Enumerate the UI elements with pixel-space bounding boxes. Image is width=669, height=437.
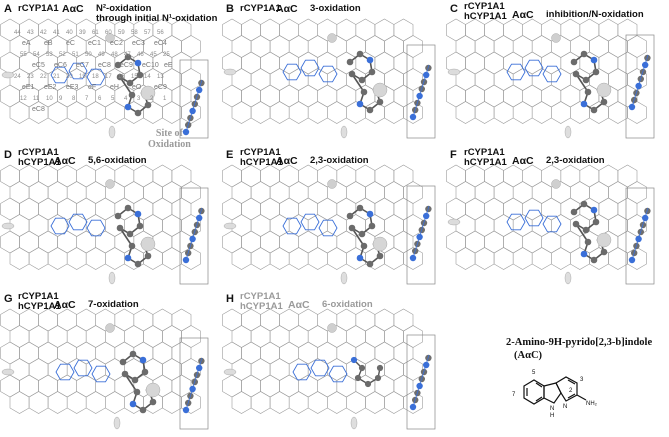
- panel-letter: C: [450, 3, 458, 15]
- reaction-label: 5,6-oxidation: [88, 155, 147, 166]
- aac-structure-diagram: 5 7 3 2 NH₂ N N H: [512, 370, 598, 419]
- atom-label-n1: N: [563, 404, 567, 410]
- panel-art: [222, 164, 436, 285]
- reaction-label: 3-oxidation: [310, 3, 361, 14]
- compound-name-line1: 2-Amino-9H-pyrido[2,3-b]indole: [506, 337, 653, 348]
- reaction-label: 2,3-oxidation: [546, 155, 605, 166]
- site-label-line2: Oxidation: [148, 139, 191, 150]
- site-label-line1: Site of: [155, 128, 183, 139]
- panel-art: [0, 164, 209, 285]
- compound-label: AαC: [54, 155, 76, 167]
- reaction-label: 7-oxidation: [88, 299, 139, 310]
- compound-label: AαC: [54, 299, 76, 311]
- panel-art: [0, 308, 209, 430]
- atom-label-3: 3: [580, 377, 584, 383]
- panel-letter: E: [226, 149, 234, 161]
- panel-art: [0, 18, 209, 139]
- atom-label-n9: N: [550, 406, 554, 412]
- compound-label: AαC: [276, 3, 298, 15]
- panel-art: [222, 18, 436, 139]
- reaction-label: 2,3-oxidation: [310, 155, 369, 166]
- compound-name-line2: (AαC): [514, 350, 543, 361]
- enzyme-label: rCYP1A1: [18, 3, 59, 14]
- compound-label: AαC: [276, 155, 298, 167]
- structure-panel: 2-Amino-9H-pyrido[2,3-b]indole (AαC) 5 7…: [446, 290, 669, 437]
- panel-art: [222, 308, 436, 430]
- atom-label-h: H: [550, 413, 554, 419]
- reaction-label: inhibition/N-oxidation: [546, 9, 644, 20]
- atom-label-5: 5: [532, 370, 536, 376]
- panel-art: [446, 18, 655, 139]
- compound-label: AαC: [512, 155, 534, 167]
- panel-letter: A: [4, 3, 12, 15]
- atom-label-2: 2: [569, 388, 573, 394]
- panel-letter: H: [226, 293, 234, 305]
- panel-letter: D: [4, 149, 12, 161]
- site-of-oxidation-label: Site of Oxidation: [148, 128, 191, 150]
- amino-group-label: NH₂: [586, 401, 598, 407]
- reaction-label: 6-oxidation: [322, 299, 373, 310]
- compound-name: 2-Amino-9H-pyrido[2,3-b]indole (AαC): [506, 336, 652, 362]
- atom-label-7: 7: [512, 392, 516, 398]
- enzyme-label: rCYP1A1: [240, 3, 281, 14]
- panel-letter: F: [450, 149, 457, 161]
- panel-letter: G: [4, 293, 13, 305]
- panel-letter: B: [226, 3, 234, 15]
- compound-label: AαC: [512, 9, 534, 21]
- panel-art: [446, 164, 655, 285]
- compound-label: AαC: [62, 3, 84, 15]
- compound-label: AαC: [288, 299, 310, 311]
